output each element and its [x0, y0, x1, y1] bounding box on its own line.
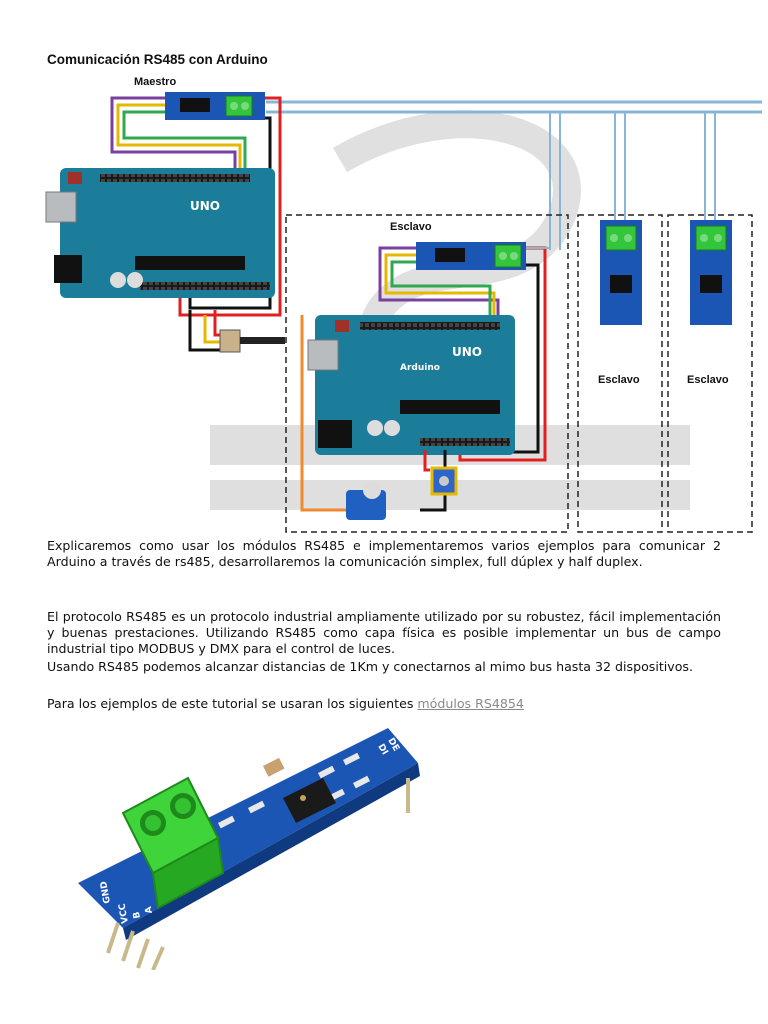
- potentiometer: [188, 310, 285, 353]
- slave-1-board-name: Arduino: [400, 363, 440, 373]
- trimmer-potentiometer: [420, 450, 458, 512]
- pin-label-a: A: [144, 906, 155, 915]
- pin-label-gnd: GND: [99, 880, 113, 904]
- servo-motor: [346, 481, 386, 520]
- modules-link[interactable]: módulos RS4854: [417, 696, 524, 711]
- paragraph-modules-text: Para los ejemplos de este tutorial se us…: [47, 696, 414, 711]
- slave-1-rs485-module: [416, 242, 526, 270]
- header-pins: [106, 778, 410, 970]
- slave-1-wires: [300, 246, 550, 512]
- terminal-block: [121, 776, 225, 910]
- document-title: Comunicación RS485 con Arduino: [47, 52, 268, 67]
- master-arduino-uno: UNO: [45, 168, 275, 298]
- rs485-module-photo: VCC B A GND DI DE RE RO: [78, 725, 422, 970]
- slave-2-frame: [577, 214, 663, 533]
- module-pcb: [78, 728, 420, 940]
- slave-2-rs485-module: [600, 220, 642, 325]
- master-wires: [110, 96, 282, 317]
- master-board-uno-logo: UNO: [190, 199, 220, 213]
- rs485-bus: [266, 100, 762, 250]
- slave-2-label: Esclavo: [598, 374, 640, 386]
- paragraph-distance: Usando RS485 podemos alcanzar distancias…: [47, 659, 694, 674]
- slave-1-arduino: UNO Arduino: [307, 315, 515, 455]
- slave-1-board-uno-logo: UNO: [452, 345, 482, 359]
- paragraph-protocol: El protocolo RS485 es un protocolo indus…: [47, 609, 721, 656]
- max485-chip-icon: [283, 778, 336, 823]
- paragraph-modules: Para los ejemplos de este tutorial se us…: [47, 696, 721, 712]
- slave-1-label: Esclavo: [390, 221, 432, 233]
- pin-label-vcc: VCC: [118, 902, 131, 924]
- pin-label-b: B: [132, 911, 143, 920]
- slave-1-frame: [285, 214, 569, 533]
- side-label-di: DI: [375, 743, 389, 757]
- paragraph-intro: Explicaremos como usar los módulos RS485…: [47, 538, 721, 569]
- master-rs485-module: [165, 92, 265, 120]
- slave-3-rs485-module: [690, 220, 732, 325]
- master-label: Maestro: [134, 76, 176, 88]
- slave-3-frame: [667, 214, 753, 533]
- slave-3-label: Esclavo: [687, 374, 729, 386]
- rs485-wiring-diagram: Maestro UNO Esclavo: [45, 76, 762, 533]
